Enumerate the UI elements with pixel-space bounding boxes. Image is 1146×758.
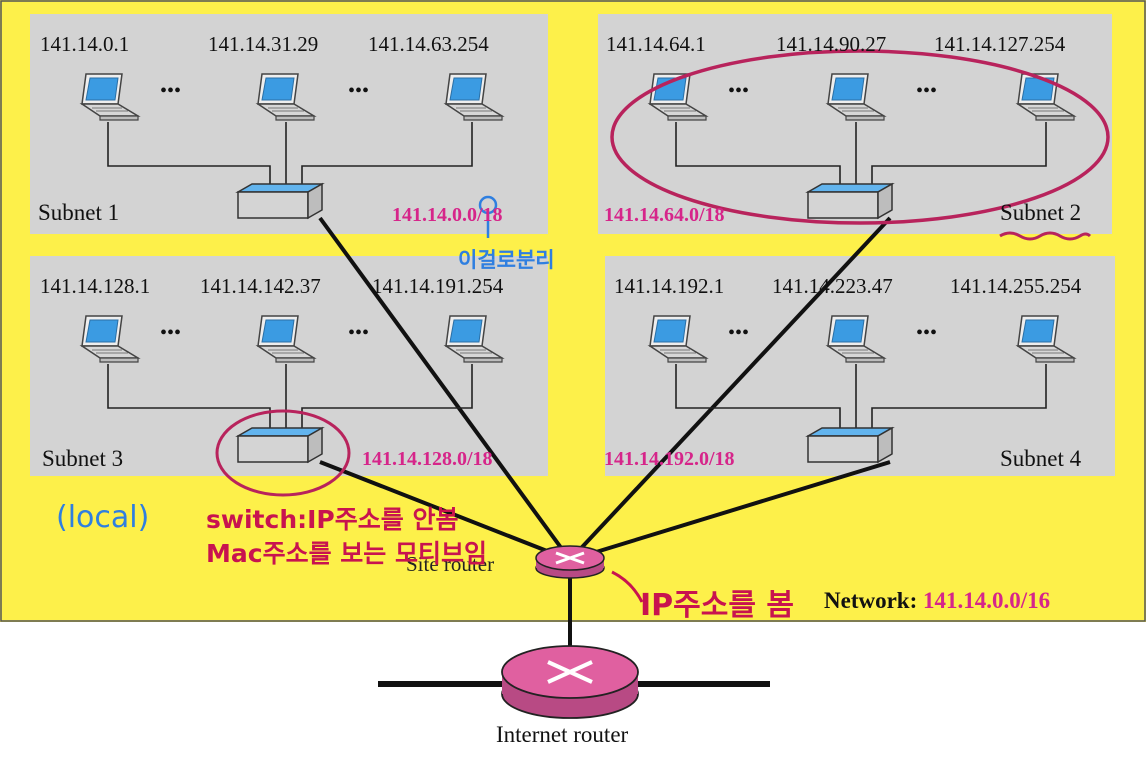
host-ip: 141.14.90.27 bbox=[776, 32, 887, 56]
network-label-text: Network: bbox=[824, 588, 918, 613]
host-ip: 141.14.0.1 bbox=[40, 32, 130, 56]
subnet-prefix: 141.14.192.0/18 bbox=[604, 448, 735, 470]
switch-circle-mark bbox=[215, 409, 351, 497]
subnet-prefix: 141.14.128.0/18 bbox=[362, 448, 493, 470]
switch-icon bbox=[807, 427, 893, 463]
subnet-prefix: 141.14.0.0/18 bbox=[392, 204, 503, 226]
local-annotation: (local) bbox=[56, 500, 150, 535]
ellipsis: ••• bbox=[728, 80, 750, 102]
split-annotation: 이걸로분리 bbox=[458, 248, 555, 272]
ellipsis: ••• bbox=[348, 322, 370, 344]
host-ip: 141.14.63.254 bbox=[368, 32, 489, 56]
ellipsis: ••• bbox=[916, 80, 938, 102]
host-ip: 141.14.128.1 bbox=[40, 274, 151, 298]
host-ip: 141.14.31.29 bbox=[208, 32, 319, 56]
internet-router-icon bbox=[501, 645, 639, 719]
subnet-2-circle-mark bbox=[610, 49, 1110, 225]
switch-annotation-line2: Mac주소를 보는 모티브임 bbox=[206, 539, 487, 568]
subnet-wiring bbox=[107, 122, 1047, 430]
host-ip: 141.14.191.254 bbox=[372, 274, 504, 298]
host-ip: 141.14.142.37 bbox=[200, 274, 321, 298]
ellipsis: ••• bbox=[916, 322, 938, 344]
switch-icon bbox=[237, 183, 323, 219]
site-router-label: Site router bbox=[406, 552, 495, 576]
host-ip: 141.14.64.1 bbox=[606, 32, 706, 56]
ellipsis: ••• bbox=[160, 80, 182, 102]
router-annotation: IP주소를 봄 bbox=[640, 588, 794, 623]
subnet-name: Subnet 3 bbox=[42, 446, 124, 471]
host-ip: 141.14.223.47 bbox=[772, 274, 893, 298]
switch-icon bbox=[237, 427, 323, 463]
network-prefix: 141.14.0.0/16 bbox=[923, 588, 1051, 613]
host-ip: 141.14.192.1 bbox=[614, 274, 725, 298]
switch-annotation-line1: switch:IP주소를 안봄 bbox=[206, 505, 459, 534]
subnet-name: Subnet 1 bbox=[38, 200, 120, 225]
subnet-name: Subnet 4 bbox=[1000, 446, 1082, 471]
trunk-links bbox=[318, 216, 892, 660]
subnet-name: Subnet 2 bbox=[1000, 200, 1082, 225]
ellipsis: ••• bbox=[728, 322, 750, 344]
router-arrow-mark bbox=[611, 570, 644, 603]
internet-router-label: Internet router bbox=[496, 722, 629, 747]
site-router-icon bbox=[535, 545, 605, 579]
ellipsis: ••• bbox=[348, 80, 370, 102]
network-label: Network: 141.14.0.0/16 bbox=[824, 588, 1050, 614]
host-ip: 141.14.255.254 bbox=[950, 274, 1082, 298]
subnet-prefix: 141.14.64.0/18 bbox=[604, 204, 725, 226]
subnet-2-underline-mark bbox=[999, 231, 1092, 241]
ellipsis: ••• bbox=[160, 322, 182, 344]
switch-icon bbox=[807, 183, 893, 219]
host-ip: 141.14.127.254 bbox=[934, 32, 1066, 56]
